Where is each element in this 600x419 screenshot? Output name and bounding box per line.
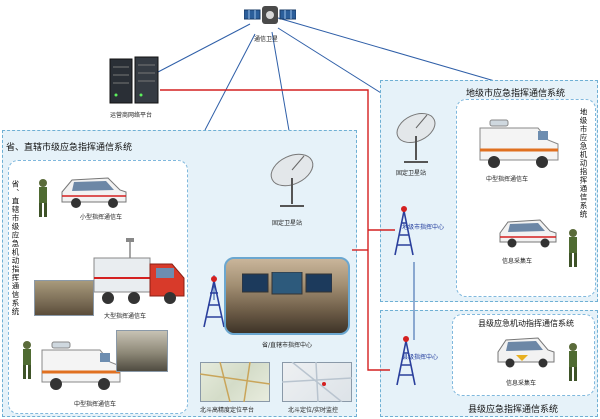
vehicle-interior-photo-1: [34, 280, 94, 316]
province-center-photo: [224, 257, 350, 335]
info-vehicle-city-label: 信息采集车: [502, 258, 533, 265]
city-vertical-title: 地级市应急机动指挥通信系统: [579, 108, 588, 219]
radio-tower-icon: [394, 206, 414, 256]
radio-tower-icon: [396, 336, 416, 386]
satellite-label: 通信卫星: [254, 36, 279, 43]
soldier-figure-3: [566, 228, 580, 268]
fixed-station-city-label: 固定卫星站: [396, 170, 427, 177]
suv-icon: [499, 219, 557, 248]
link-satellite-platform: [157, 23, 251, 73]
medium-vehicle-city-label: 中型指挥通信车: [486, 176, 529, 183]
large-vehicle-label: 大型指挥通信车: [104, 313, 147, 320]
soldier-icon: [569, 343, 577, 381]
medium-vehicle-city: [476, 118, 562, 170]
satellite-node: [244, 2, 296, 30]
soldier-figure: [36, 178, 50, 218]
van-icon: [479, 119, 559, 168]
medium-vehicle-province: [38, 340, 124, 392]
city-tower: [392, 205, 416, 257]
small-vehicle: [58, 172, 130, 210]
link-satellite-city: [277, 17, 506, 85]
server-icon: [109, 56, 159, 104]
province-vertical-title: 省、直辖市级应急机动指挥通信系统: [11, 180, 20, 316]
province-center-screens: [242, 272, 332, 296]
platform-label: 运营商网络平台: [110, 112, 153, 119]
server-node: [108, 55, 160, 105]
city-center-label: 地级市指挥中心: [402, 224, 445, 231]
dish-antenna-icon: [270, 153, 314, 207]
monitor-wall-icon: [242, 272, 332, 295]
map-roads-2: [282, 362, 352, 402]
vehicle-interior-photo-2: [116, 330, 168, 372]
soldier-icon: [569, 229, 577, 267]
province-center-label: 省/直辖市指挥中心: [262, 342, 313, 349]
city-title: 地级市应急指挥通信系统: [466, 89, 566, 99]
county-title: 县级应急指挥通信系统: [468, 405, 559, 415]
province-title: 省、直辖市级应急指挥通信系统: [6, 143, 133, 153]
info-vehicle-county-label: 信息采集车: [506, 380, 537, 387]
radio-tower-icon: [203, 276, 225, 328]
county-inner-title: 县级应急机动指挥通信系统: [478, 319, 574, 328]
medium-vehicle-province-label: 中型指挥通信车: [74, 401, 117, 408]
truck-icon: [93, 238, 185, 304]
fixed-station-city: [392, 108, 440, 166]
fixed-station-province: [266, 148, 318, 210]
fixed-station-province-label: 固定卫星站: [272, 220, 303, 227]
soldier-icon: [23, 341, 31, 379]
soldier-figure-4: [566, 342, 580, 382]
map-roads-1: [200, 362, 270, 402]
soldier-icon: [39, 179, 47, 217]
dish-antenna-icon: [396, 112, 436, 163]
link-satellite-province: [204, 33, 256, 131]
suv-icon: [61, 177, 127, 208]
county-center-label: 县级指挥中心: [402, 354, 439, 361]
soldier-figure-2: [20, 340, 34, 380]
province-tower: [200, 275, 228, 329]
county-tower: [394, 335, 418, 387]
info-vehicle-county: [494, 333, 558, 369]
van-icon: [41, 341, 121, 390]
small-vehicle-label: 小型指挥通信车: [80, 214, 123, 221]
info-vehicle-city: [496, 215, 560, 249]
suv-icon: [497, 337, 555, 368]
satellite-icon: [244, 6, 296, 24]
large-vehicle: [90, 238, 188, 310]
beidou-platform-label: 北斗高精度定位平台: [200, 407, 255, 414]
beidou-monitor-label: 北斗定位/实时监控: [288, 407, 339, 414]
